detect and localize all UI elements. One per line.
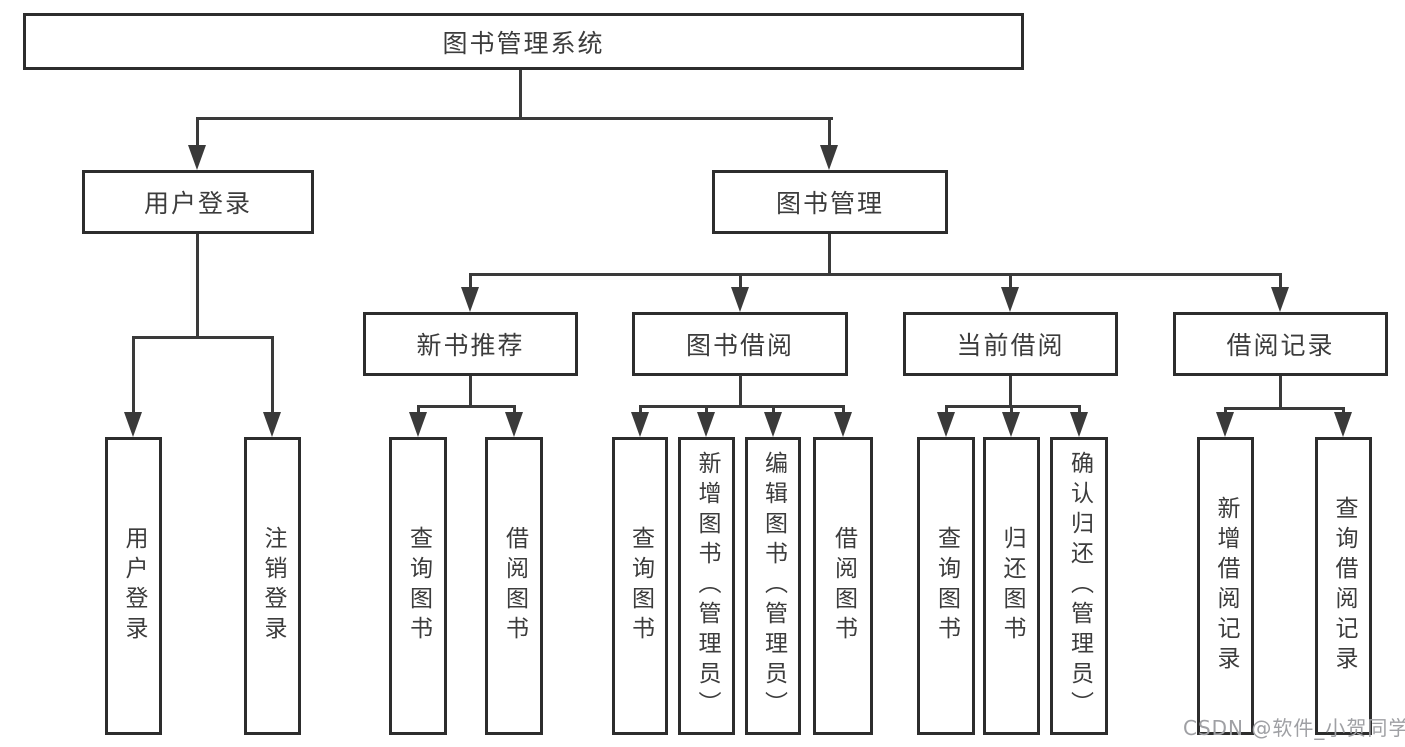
arrow-down-icon (1334, 412, 1352, 437)
connector-hline (196, 117, 833, 120)
leaf-confirm-return-admin: 确认归还（管理员） (1050, 437, 1108, 735)
connector-vline (828, 117, 831, 149)
leaf-query-books-current: 查询图书 (917, 437, 975, 735)
arrow-down-icon (731, 287, 749, 312)
arrow-down-icon (1271, 287, 1289, 312)
arrow-down-icon (263, 412, 281, 437)
connector-vline (1009, 376, 1012, 405)
connector-vline (196, 117, 199, 149)
arrow-down-icon (409, 412, 427, 437)
connector-hline (639, 405, 845, 408)
connector-hline (1224, 407, 1345, 410)
node-current-borrowing: 当前借阅 (903, 312, 1118, 376)
node-user-login: 用户登录 (82, 170, 314, 234)
connector-hline (417, 405, 516, 408)
connector-vline (132, 336, 135, 416)
connector-vline (1009, 273, 1012, 291)
node-new-book-recommend: 新书推荐 (363, 312, 578, 376)
arrow-down-icon (188, 145, 206, 170)
arrow-down-icon (1070, 412, 1088, 437)
leaf-add-borrow-record: 新增借阅记录 (1197, 437, 1254, 735)
connector-vline (739, 273, 742, 291)
node-book-borrowing: 图书借阅 (632, 312, 848, 376)
connector-hline (945, 405, 1081, 408)
arrow-down-icon (834, 412, 852, 437)
arrow-down-icon (461, 287, 479, 312)
arrow-down-icon (764, 412, 782, 437)
connector-vline (417, 405, 420, 417)
arrow-down-icon (1216, 412, 1234, 437)
leaf-edit-book-admin: 编辑图书（管理员） (745, 437, 801, 735)
leaf-add-book-admin: 新增图书（管理员） (678, 437, 735, 735)
node-borrowing-records: 借阅记录 (1173, 312, 1388, 376)
leaf-query-books-recommend: 查询图书 (389, 437, 447, 735)
connector-vline (739, 375, 742, 405)
arrow-down-icon (1002, 412, 1020, 437)
connector-vline (828, 234, 831, 273)
connector-vline (519, 70, 522, 118)
leaf-query-books-borrowing: 查询图书 (612, 437, 668, 735)
connector-vline (945, 405, 948, 417)
connector-vline (1279, 273, 1282, 291)
connector-vline (1078, 405, 1081, 417)
leaf-return-book: 归还图书 (983, 437, 1040, 735)
leaf-borrow-books-borrowing: 借阅图书 (813, 437, 873, 735)
leaf-borrow-books-recommend: 借阅图书 (485, 437, 543, 735)
connector-hline (469, 273, 1282, 276)
arrow-down-icon (1001, 287, 1019, 312)
connector-vline (1010, 405, 1013, 417)
connector-vline (705, 405, 708, 417)
csdn-watermark: CSDN @软件_小贺同学 (1183, 716, 1405, 740)
arrow-down-icon (937, 412, 955, 437)
arrow-down-icon (505, 412, 523, 437)
arrow-down-icon (820, 145, 838, 170)
connector-vline (513, 405, 516, 417)
connector-vline (196, 234, 199, 336)
connector-vline (469, 273, 472, 291)
arrow-down-icon (124, 412, 142, 437)
connector-vline (271, 336, 274, 416)
leaf-logout: 注销登录 (244, 437, 301, 735)
leaf-query-borrow-record: 查询借阅记录 (1315, 437, 1372, 735)
leaf-user-login: 用户登录 (105, 437, 162, 735)
arrow-down-icon (697, 412, 715, 437)
connector-vline (772, 405, 775, 417)
connector-hline (133, 336, 274, 339)
connector-vline (469, 376, 472, 405)
node-book-management: 图书管理 (712, 170, 948, 234)
connector-vline (639, 405, 642, 417)
arrow-down-icon (631, 412, 649, 437)
connector-vline (1279, 376, 1282, 407)
connector-vline (842, 405, 845, 417)
node-library-management-system: 图书管理系统 (23, 13, 1024, 70)
